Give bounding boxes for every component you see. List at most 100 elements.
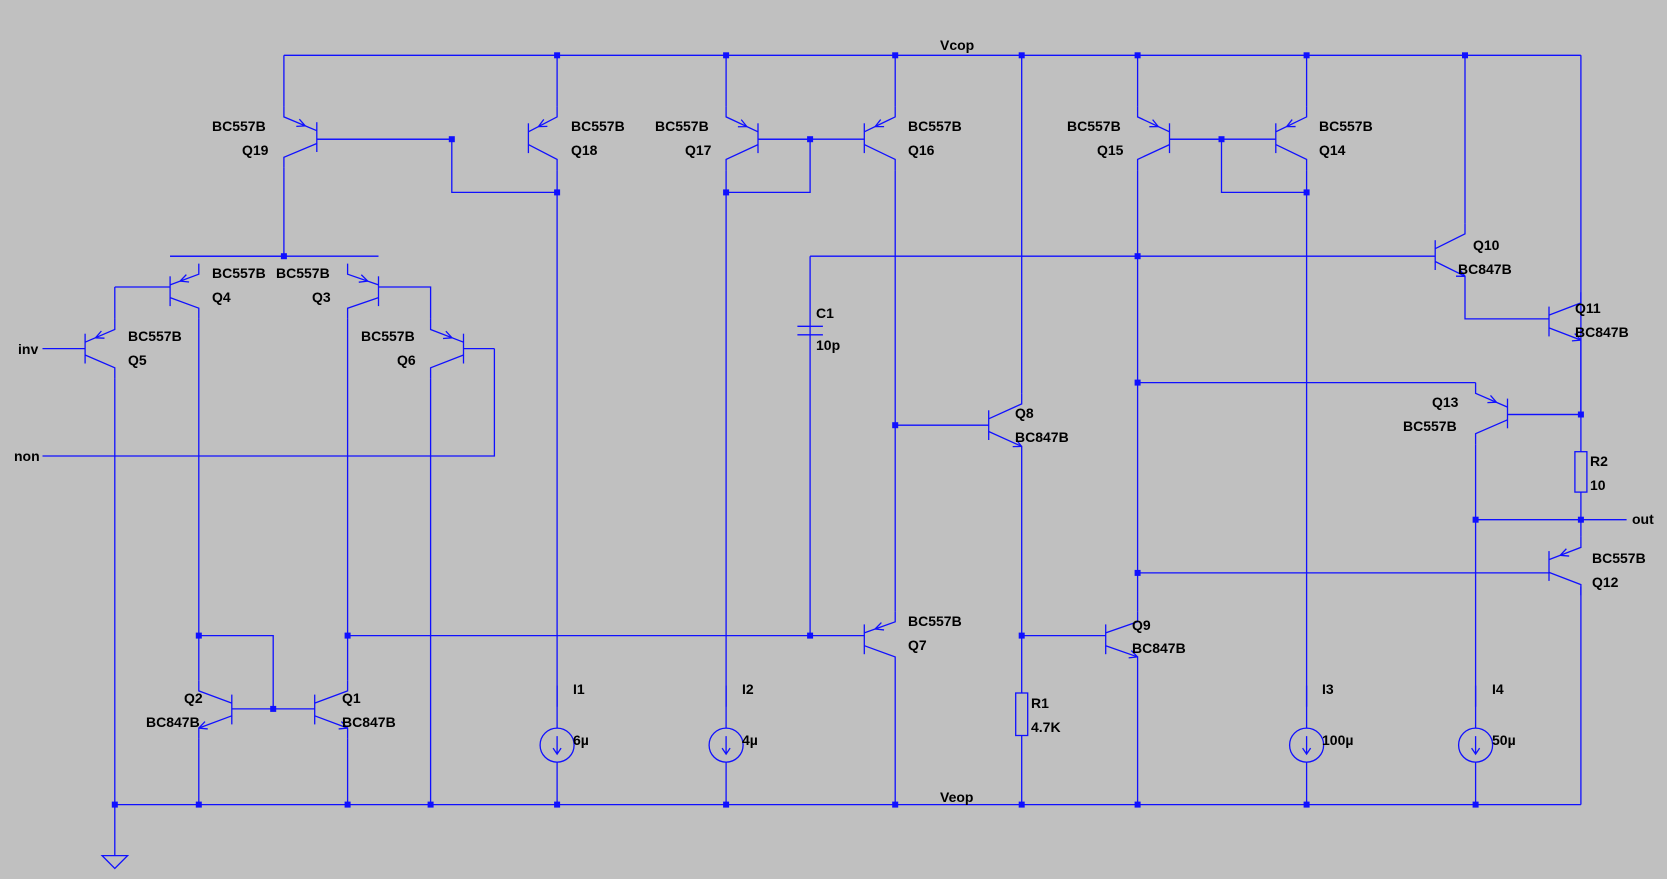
junction-dot bbox=[892, 801, 899, 808]
q15-name: Q15 bbox=[1097, 142, 1124, 158]
net-label-veop: Veop bbox=[940, 789, 973, 805]
q10-q11 bbox=[1464, 287, 1549, 320]
i3-name: I3 bbox=[1322, 681, 1334, 697]
junction-dot bbox=[195, 632, 202, 639]
i1-symbol bbox=[539, 727, 575, 763]
q3-q6 bbox=[378, 286, 432, 319]
q4-name: Q4 bbox=[212, 289, 231, 305]
q17-part: BC557B bbox=[655, 118, 709, 134]
i3-value: 100µ bbox=[1322, 732, 1353, 748]
junction-dot bbox=[1462, 52, 1468, 59]
junction-dot bbox=[554, 801, 561, 808]
junction-dot bbox=[344, 632, 351, 639]
q2-name: Q2 bbox=[184, 690, 203, 706]
net-label-out: out bbox=[1632, 511, 1654, 527]
junction-dot bbox=[723, 52, 730, 59]
q15-symbol bbox=[1136, 106, 1222, 171]
q5-name: Q5 bbox=[128, 352, 147, 368]
r1-name: R1 bbox=[1031, 695, 1049, 711]
q10-name: Q10 bbox=[1473, 237, 1500, 253]
junction-dot bbox=[427, 801, 434, 808]
q4-symbol bbox=[169, 255, 284, 319]
q17-diode bbox=[726, 138, 811, 194]
q7-symbol bbox=[810, 611, 896, 668]
junction-dot bbox=[554, 52, 561, 59]
q19-name: Q19 bbox=[242, 142, 269, 158]
q18-part: BC557B bbox=[571, 118, 625, 134]
c1-symbol bbox=[797, 325, 823, 336]
q7-name: Q7 bbox=[908, 637, 927, 653]
i1-value: 6µ bbox=[573, 732, 589, 748]
junction-dot bbox=[1018, 632, 1025, 639]
r2-symbol bbox=[1574, 451, 1588, 493]
q15-part: BC557B bbox=[1067, 118, 1121, 134]
net-label-vcop: Vcop bbox=[940, 37, 974, 53]
q16-part: BC557B bbox=[908, 118, 962, 134]
junction-dot bbox=[1134, 52, 1141, 59]
q6-part: BC557B bbox=[361, 328, 415, 344]
q12-part: BC557B bbox=[1592, 550, 1646, 566]
junction-dot bbox=[1303, 52, 1310, 59]
q5-symbol bbox=[42, 318, 116, 379]
non-wire bbox=[42, 348, 496, 457]
q2-symbol bbox=[198, 680, 274, 739]
q3-symbol bbox=[283, 255, 380, 319]
q1-part: BC847B bbox=[342, 714, 396, 730]
q2-base-link bbox=[198, 634, 274, 709]
q17-name: Q17 bbox=[685, 142, 712, 158]
q9-name: Q9 bbox=[1132, 617, 1151, 633]
wires bbox=[42, 54, 1627, 856]
q8-name: Q8 bbox=[1015, 405, 1034, 421]
r1-symbol bbox=[1015, 692, 1029, 737]
r2-name: R2 bbox=[1590, 453, 1608, 469]
junction-dot bbox=[892, 422, 899, 429]
q3-name: Q3 bbox=[312, 289, 331, 305]
net-label-non: non bbox=[14, 448, 40, 464]
net-label-inv: inv bbox=[18, 341, 38, 357]
junction-dot bbox=[723, 801, 730, 808]
i4-name: I4 bbox=[1492, 681, 1504, 697]
junction-dot bbox=[892, 52, 899, 59]
q1-symbol bbox=[273, 680, 349, 739]
i2-name: I2 bbox=[742, 681, 754, 697]
q13-name: Q13 bbox=[1432, 394, 1459, 410]
q5-part: BC557B bbox=[128, 328, 182, 344]
q13-part: BC557B bbox=[1403, 418, 1457, 434]
q9-part: BC847B bbox=[1132, 640, 1186, 656]
q10-symbol bbox=[1434, 223, 1466, 287]
q8-part: BC847B bbox=[1015, 429, 1069, 445]
junction-dot bbox=[1577, 516, 1584, 523]
q8-symbol bbox=[988, 393, 1023, 457]
q6-name: Q6 bbox=[397, 352, 416, 368]
junction-dots bbox=[111, 52, 1584, 808]
q14-symbol bbox=[1221, 106, 1308, 171]
q11-name: Q11 bbox=[1575, 300, 1601, 316]
i4-value: 50µ bbox=[1492, 732, 1516, 748]
junction-dot bbox=[111, 801, 118, 808]
junction-dot bbox=[1134, 569, 1141, 576]
i2-symbol bbox=[708, 727, 744, 763]
q12-symbol bbox=[1548, 536, 1582, 596]
q12-name: Q12 bbox=[1592, 574, 1619, 590]
junction-dot bbox=[1303, 801, 1310, 808]
ground-icon bbox=[100, 854, 130, 870]
junction-dot bbox=[723, 189, 730, 196]
i4-symbol bbox=[1457, 727, 1494, 763]
q18-symbol bbox=[527, 106, 558, 171]
q4-part: BC557B bbox=[212, 265, 266, 281]
c1-value: 10p bbox=[816, 337, 840, 353]
r2-value: 10 bbox=[1590, 477, 1606, 493]
i2-value: 4µ bbox=[742, 732, 758, 748]
q11-symbol bbox=[1548, 292, 1582, 351]
labels: Vcop Veop inv non out BC557B Q19 BC557B … bbox=[14, 37, 1654, 805]
r1-value: 4.7K bbox=[1031, 719, 1061, 735]
junction-dot bbox=[1018, 52, 1025, 59]
c1-name: C1 bbox=[816, 305, 834, 321]
q7-part: BC557B bbox=[908, 613, 962, 629]
q11-part: BC847B bbox=[1575, 324, 1629, 340]
q10-part: BC847B bbox=[1458, 261, 1512, 277]
q14-name: Q14 bbox=[1319, 142, 1346, 158]
junction-dot bbox=[344, 801, 351, 808]
devices bbox=[42, 106, 1588, 870]
